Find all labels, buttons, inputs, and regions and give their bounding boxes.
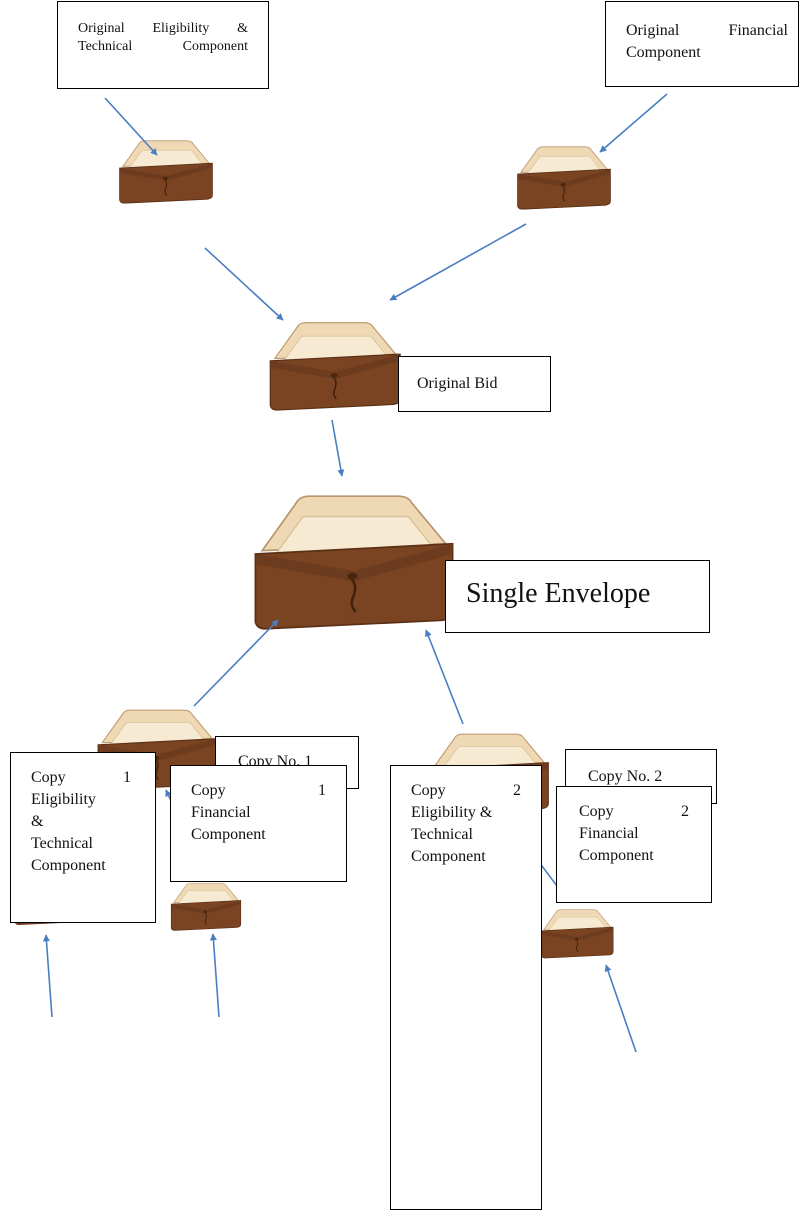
arrow-icon: [104, 97, 158, 156]
copy1-financial-box: Copy 1 Financial Component: [170, 765, 347, 882]
single-envelope-box: Single Envelope: [445, 560, 710, 633]
original-eligibility-technical-box: Original Eligibility & Technical Compone…: [57, 1, 269, 89]
arrow-icon: [42, 934, 53, 1018]
envelope-original-bid-icon: [269, 321, 401, 411]
arrow-icon: [204, 247, 284, 321]
envelope-original-financial-icon: [517, 146, 611, 210]
copy2-eligibility-copy-number: 2: [513, 782, 521, 799]
arrow-icon: [389, 223, 527, 301]
copy2-eligibility-technical-label: Eligibility & Technical Component: [411, 804, 493, 865]
arrow-icon: [599, 93, 668, 153]
copy2-financial-box: Copy 2 Financial Component: [556, 786, 712, 903]
arrow-icon: [604, 964, 637, 1053]
envelope-copy1-financial-icon: [170, 883, 242, 931]
copy2-financial-copy-number: 2: [681, 803, 689, 820]
original-financial-box: Original Financial Component: [605, 1, 799, 87]
copy1-financial-copy-number: 1: [318, 782, 326, 799]
original-bid-box: Original Bid: [398, 356, 551, 412]
copy1-financial-copy-word: Copy: [191, 782, 226, 799]
copy1-eligibility-copy-number: 1: [123, 769, 131, 786]
copy2-financial-label: Financial Component: [579, 825, 654, 864]
envelope-original-eligibility-icon: [119, 140, 213, 204]
copy1-eligibility-copy-word: Copy: [31, 769, 66, 786]
original-bid-label: Original Bid: [417, 375, 498, 392]
envelope-copy2-financial-icon: [540, 909, 614, 959]
copy1-eligibility-technical-box: Copy 1 Eligibility & Technical Component: [10, 752, 156, 923]
copy2-eligibility-copy-word: Copy: [411, 782, 446, 799]
copy2-eligibility-technical-box: Copy 2 Eligibility & Technical Component: [390, 765, 542, 1210]
single-envelope-label: Single Envelope: [466, 578, 651, 609]
copy1-eligibility-technical-label: Eligibility & Technical Component: [31, 791, 106, 874]
arrow-icon: [425, 629, 464, 725]
original-eligibility-technical-label: Original Eligibility & Technical Compone…: [78, 21, 248, 54]
arrow-icon: [209, 933, 220, 1018]
arrow-icon: [331, 419, 345, 477]
arrow-icon: [193, 619, 279, 707]
envelope-single-icon: [254, 495, 454, 630]
original-financial-label: Original Financial Component: [626, 22, 788, 61]
copy1-financial-label: Financial Component: [191, 804, 266, 843]
copy-no-2-label: Copy No. 2: [588, 768, 663, 785]
copy2-financial-copy-word: Copy: [579, 803, 614, 820]
